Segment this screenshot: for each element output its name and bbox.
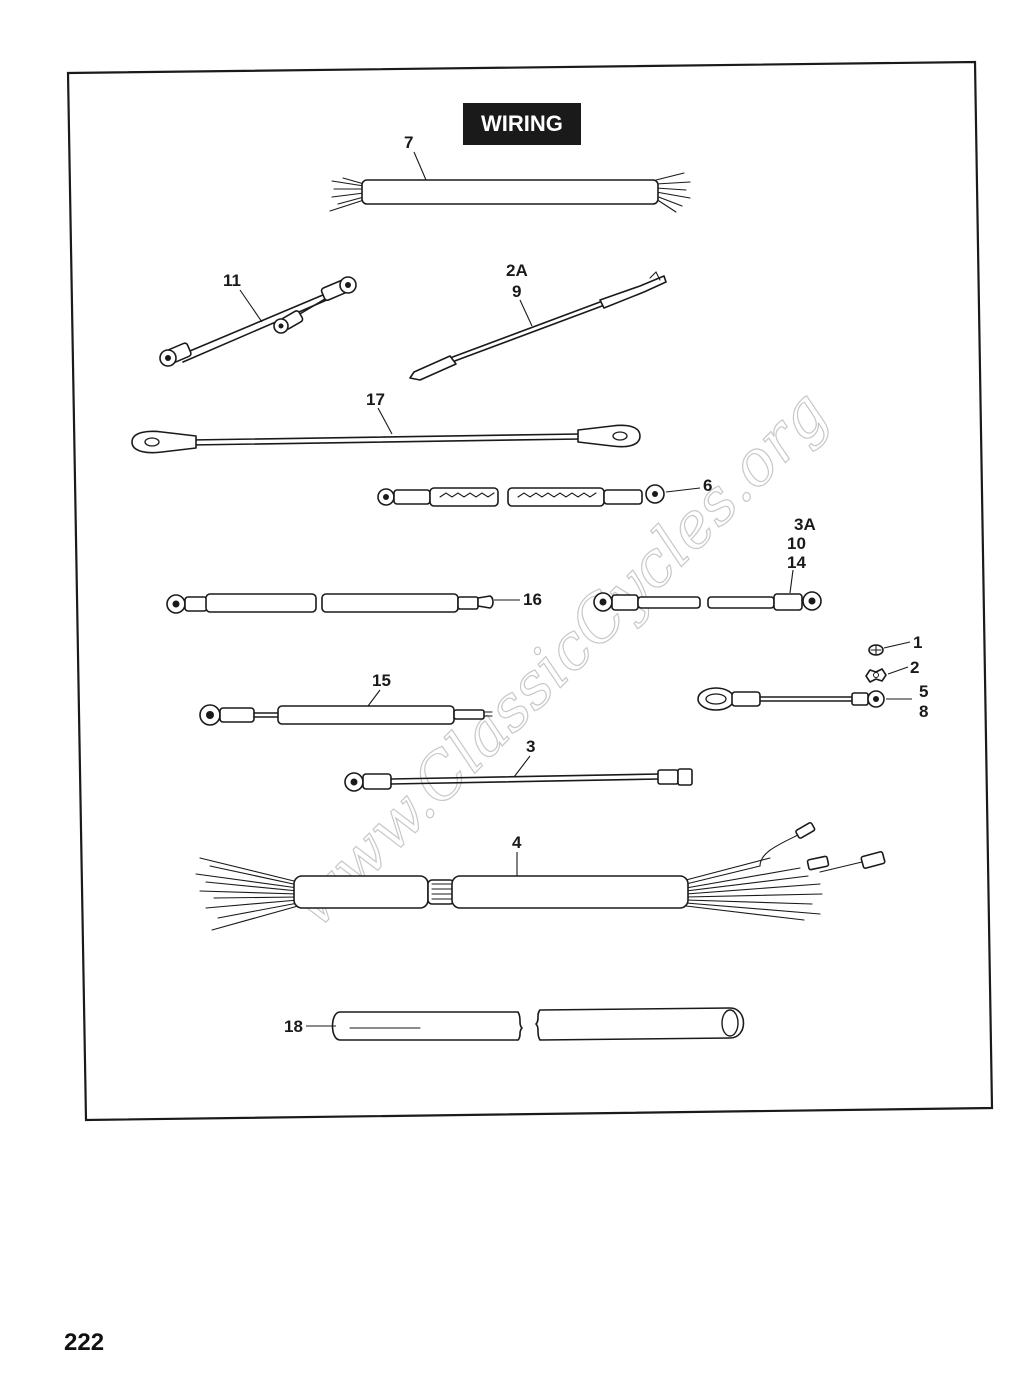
part-6-braided-lead	[377, 484, 665, 507]
leader-11	[239, 289, 263, 323]
part-14-cable	[593, 591, 822, 612]
part-3-lead	[344, 768, 693, 792]
part-18-tubing	[331, 1007, 745, 1041]
callout-16: 16	[523, 590, 542, 609]
leader-17	[377, 407, 393, 435]
part-15-sleeved-lead	[199, 704, 493, 726]
callout-5: 5	[919, 682, 928, 701]
callout-17: 17	[366, 390, 385, 409]
title-box	[463, 103, 581, 145]
callout-15: 15	[372, 671, 391, 690]
callout-4: 4	[512, 833, 522, 852]
part-5-ring-lead	[697, 687, 885, 711]
leader-6	[665, 487, 701, 493]
leader-9	[519, 299, 533, 327]
leader-3	[513, 755, 531, 778]
leader-1	[883, 641, 911, 649]
leader-7	[413, 151, 427, 181]
callout-3a: 3A	[794, 515, 816, 534]
part-16-cable	[166, 593, 494, 614]
part-17-ground-strap	[131, 424, 641, 454]
leader-14	[789, 569, 794, 594]
callout-3: 3	[526, 737, 535, 756]
part-2-lockwasher	[865, 668, 887, 683]
callout-2a: 2A	[506, 261, 528, 280]
title-wiring: WIRING	[481, 111, 563, 136]
watermark-text: www.ClassicCycles.org	[277, 376, 842, 941]
callout-2: 2	[910, 658, 919, 677]
callout-1: 1	[913, 633, 922, 652]
diagram-frame	[66, 60, 994, 1122]
part-4-main-harness	[195, 821, 886, 931]
leader-2	[887, 666, 909, 675]
callout-18: 18	[284, 1017, 303, 1036]
page-number: 222	[64, 1329, 104, 1356]
callout-10: 10	[787, 534, 806, 553]
callout-14: 14	[787, 553, 806, 572]
callout-11: 11	[223, 271, 241, 290]
part-11-y-lead	[159, 276, 357, 367]
part-7-harness	[329, 172, 691, 213]
part-1-screw	[868, 644, 884, 656]
callout-7: 7	[404, 133, 413, 152]
part-9-terminal-lead	[409, 271, 667, 381]
leader-15	[367, 689, 381, 707]
callout-8: 8	[919, 702, 928, 721]
callout-9: 9	[512, 282, 521, 301]
callout-6: 6	[703, 476, 712, 495]
